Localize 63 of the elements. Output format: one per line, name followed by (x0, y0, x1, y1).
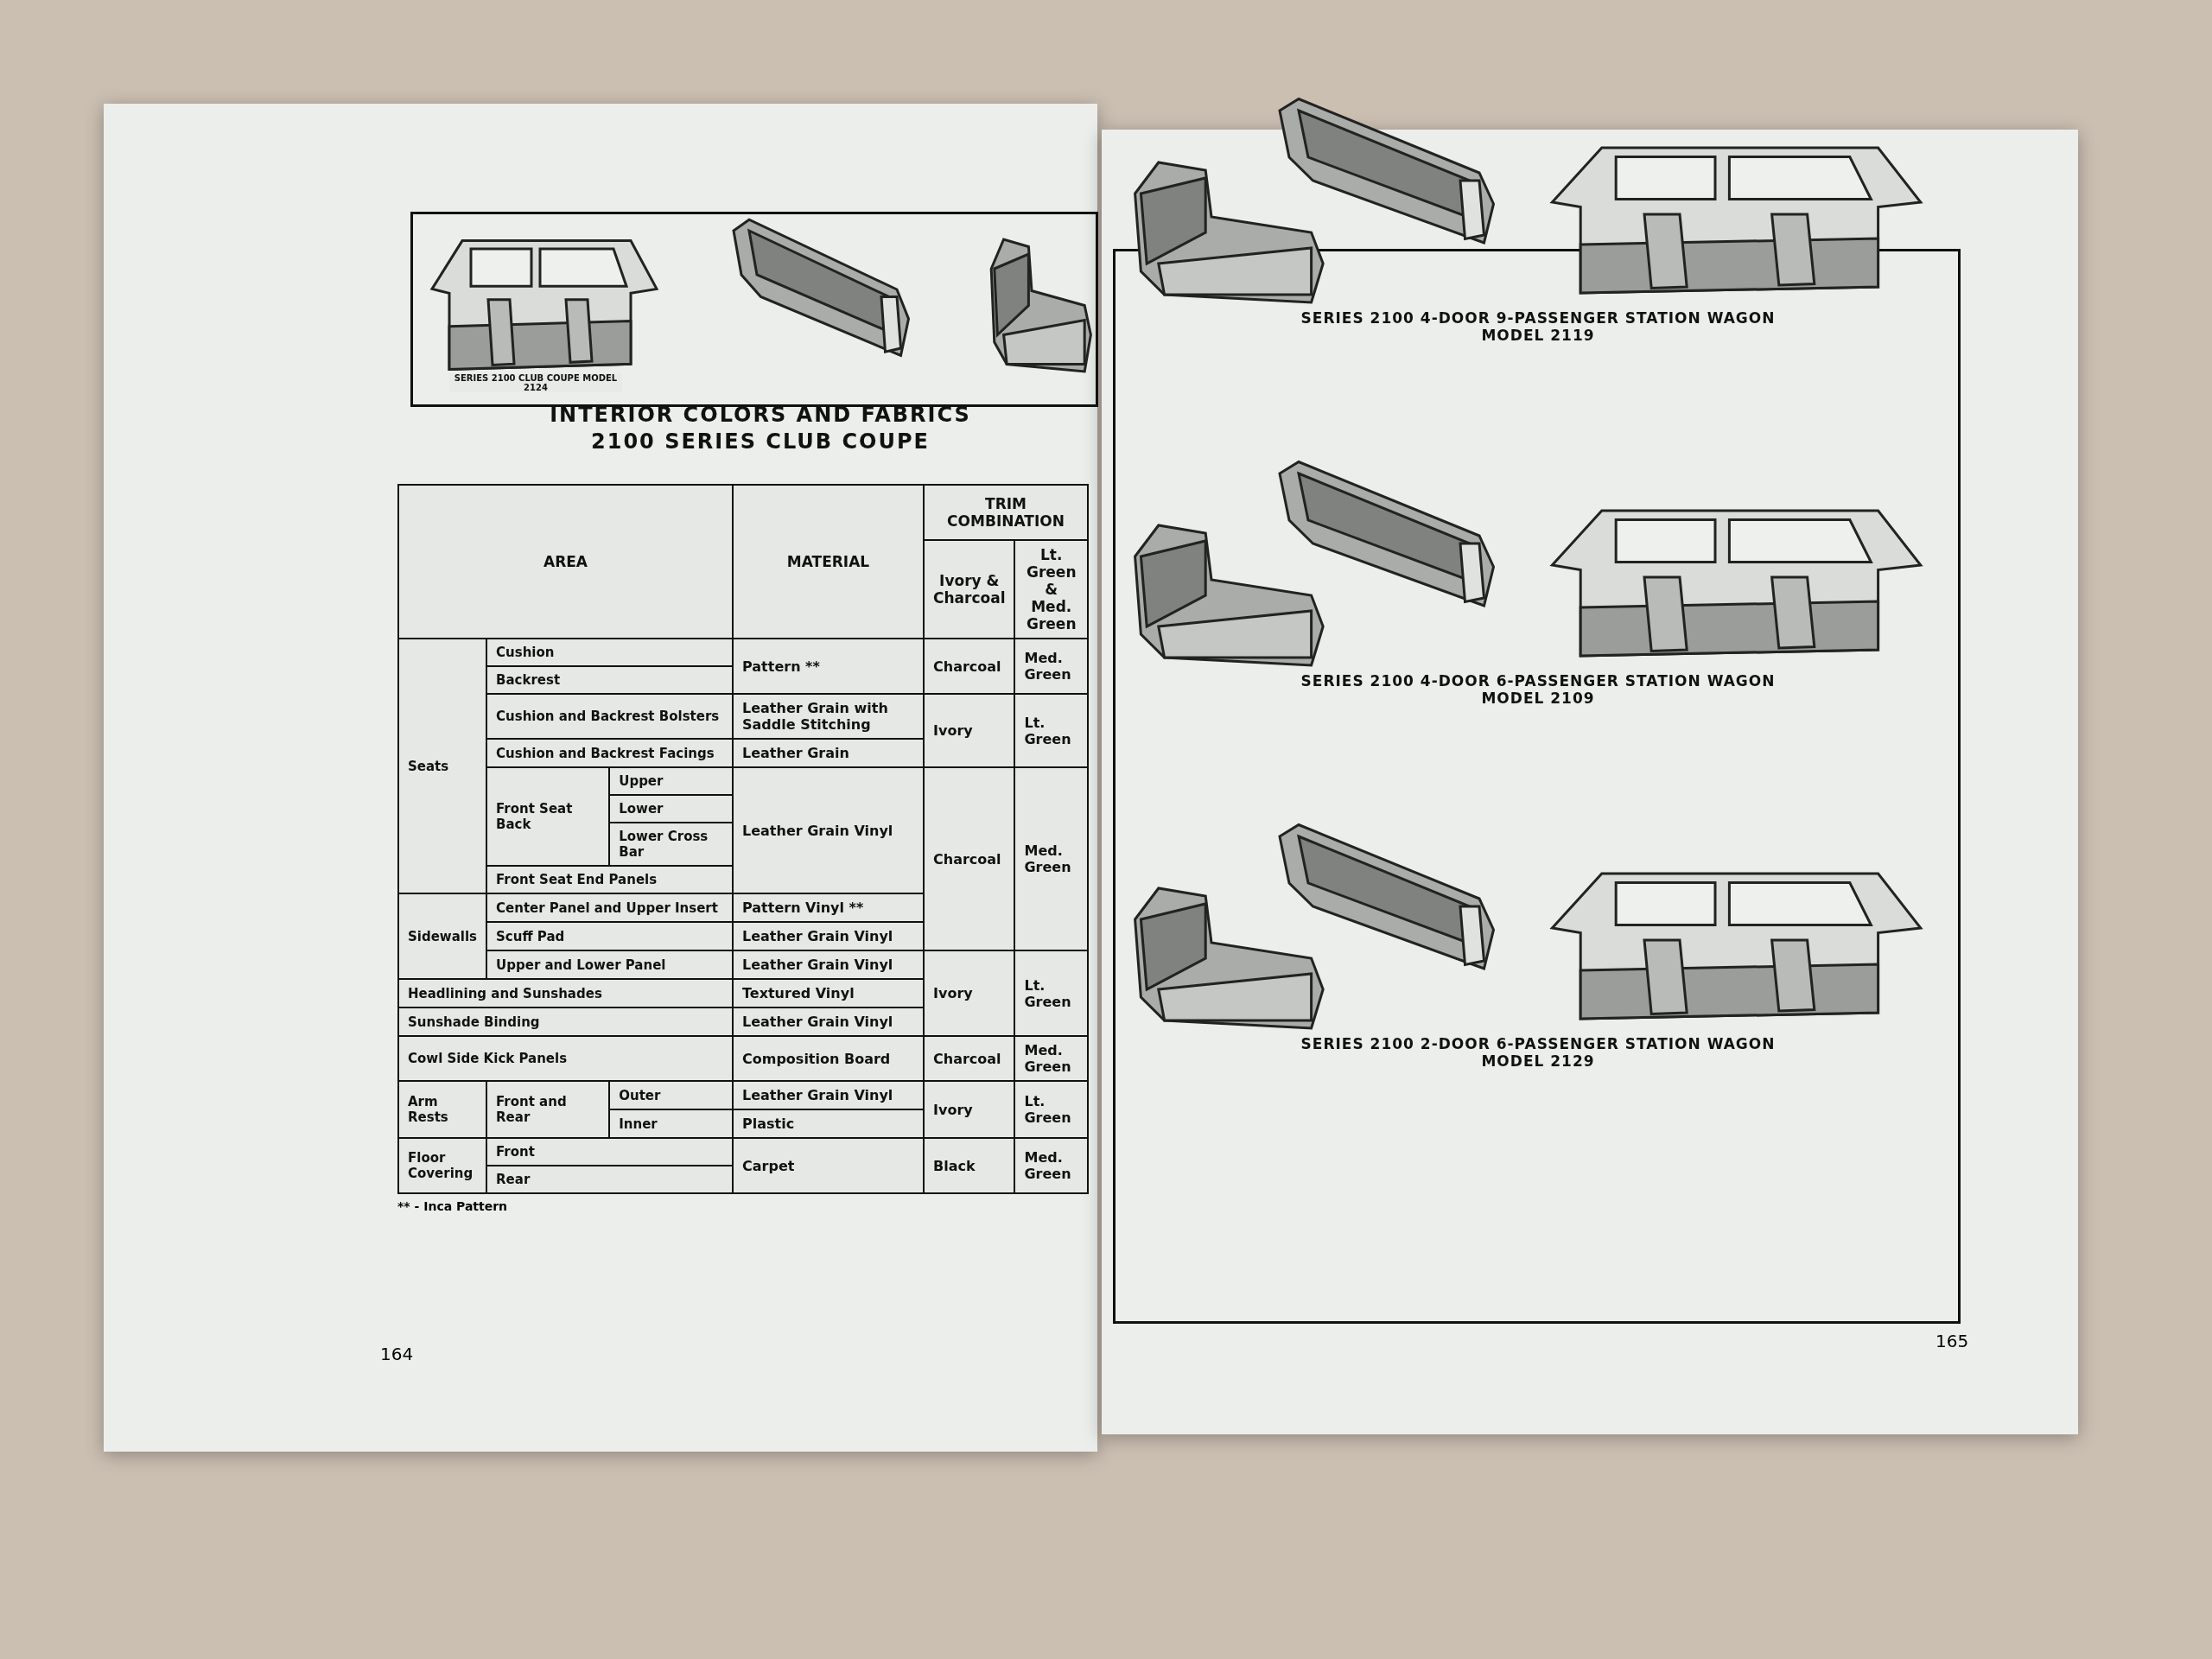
trim-color-label: Lt. Green (1014, 694, 1088, 767)
material-label: Leather Grain (733, 739, 924, 767)
trim-color-label: Ivory (924, 950, 1015, 1036)
area-label: Scuff Pad (486, 922, 733, 950)
material-label: Plastic (733, 1109, 924, 1138)
column-header: MATERIAL (733, 485, 924, 639)
trim-color-label: Ivory (924, 1081, 1015, 1138)
material-label: Leather Grain Vinyl (733, 950, 924, 979)
area-label: Upper (609, 767, 733, 795)
area-label: Cowl Side Kick Panels (398, 1036, 733, 1081)
illustration-caption: SERIES 2100 4-DOOR 6-PASSENGER STATION WAGON MODEL 2109 (1300, 672, 1777, 707)
trim-color-label: Med. Green (1014, 767, 1088, 950)
material-label: Leather Grain Vinyl (733, 922, 924, 950)
area-label: Rear (486, 1166, 733, 1193)
area-label: Floor Covering (398, 1138, 487, 1193)
material-label: Leather Grain Vinyl (733, 1007, 924, 1036)
trim-color-label: Lt. Green (1014, 1081, 1088, 1138)
footnote: ** - Inca Pattern (397, 1199, 508, 1213)
trim-color-label: Ivory (924, 694, 1015, 767)
area-label: Backrest (486, 666, 733, 694)
area-label: Front Seat Back (486, 767, 610, 866)
area-label: Front (486, 1138, 733, 1166)
trim-color-label: Med. Green (1014, 639, 1088, 694)
area-label: Arm Rests (398, 1081, 487, 1138)
area-label: Upper and Lower Panel (486, 950, 733, 979)
area-label: Sunshade Binding (398, 1007, 733, 1036)
column-header: Ivory & Charcoal (924, 540, 1015, 639)
area-label: Headlining and Sunshades (398, 979, 733, 1007)
illustration-caption: SERIES 2100 4-DOOR 9-PASSENGER STATION WAGON MODEL 2119 (1300, 309, 1777, 344)
column-header: Lt. Green & Med. Green (1014, 540, 1088, 639)
material-label: Carpet (733, 1138, 924, 1193)
material-label: Leather Grain Vinyl (733, 767, 924, 893)
area-label: Front Seat End Panels (486, 866, 733, 893)
area-label: Cushion and Backrest Bolsters (486, 694, 733, 739)
illustration-caption: SERIES 2100 CLUB COUPE MODEL 2124 (449, 373, 622, 392)
material-label: Composition Board (733, 1036, 924, 1081)
material-label: Leather Grain with Saddle Stitching (733, 694, 924, 739)
area-label: Inner (609, 1109, 733, 1138)
trim-color-label: Charcoal (924, 767, 1015, 950)
trim-color-label: Charcoal (924, 1036, 1015, 1081)
column-header: AREA (398, 485, 733, 639)
trim-color-label: Lt. Green (1014, 950, 1088, 1036)
area-label: Center Panel and Upper Insert (486, 893, 733, 922)
column-header: TRIM COMBINATION (924, 485, 1088, 540)
area-label: Lower (609, 795, 733, 823)
trim-color-label: Black (924, 1138, 1015, 1193)
material-label: Pattern ** (733, 639, 924, 694)
page-number: 164 (380, 1344, 414, 1364)
area-label: Cushion and Backrest Facings (486, 739, 733, 767)
trim-color-label: Med. Green (1014, 1138, 1088, 1193)
area-label: Front and Rear (486, 1081, 610, 1138)
area-label: Outer (609, 1081, 733, 1109)
area-label: Seats (398, 639, 487, 893)
illustration-caption: SERIES 2100 2-DOOR 6-PASSENGER STATION WAGON MODEL 2129 (1300, 1035, 1777, 1070)
material-label: Leather Grain Vinyl (733, 1081, 924, 1109)
area-label: Sidewalls (398, 893, 487, 979)
material-label: Pattern Vinyl ** (733, 893, 924, 922)
trim-color-label: Med. Green (1014, 1036, 1088, 1081)
area-label: Lower Cross Bar (609, 823, 733, 866)
trim-color-label: Charcoal (924, 639, 1015, 694)
page-number: 165 (1936, 1331, 1969, 1351)
area-label: Cushion (486, 639, 733, 666)
material-label: Textured Vinyl (733, 979, 924, 1007)
